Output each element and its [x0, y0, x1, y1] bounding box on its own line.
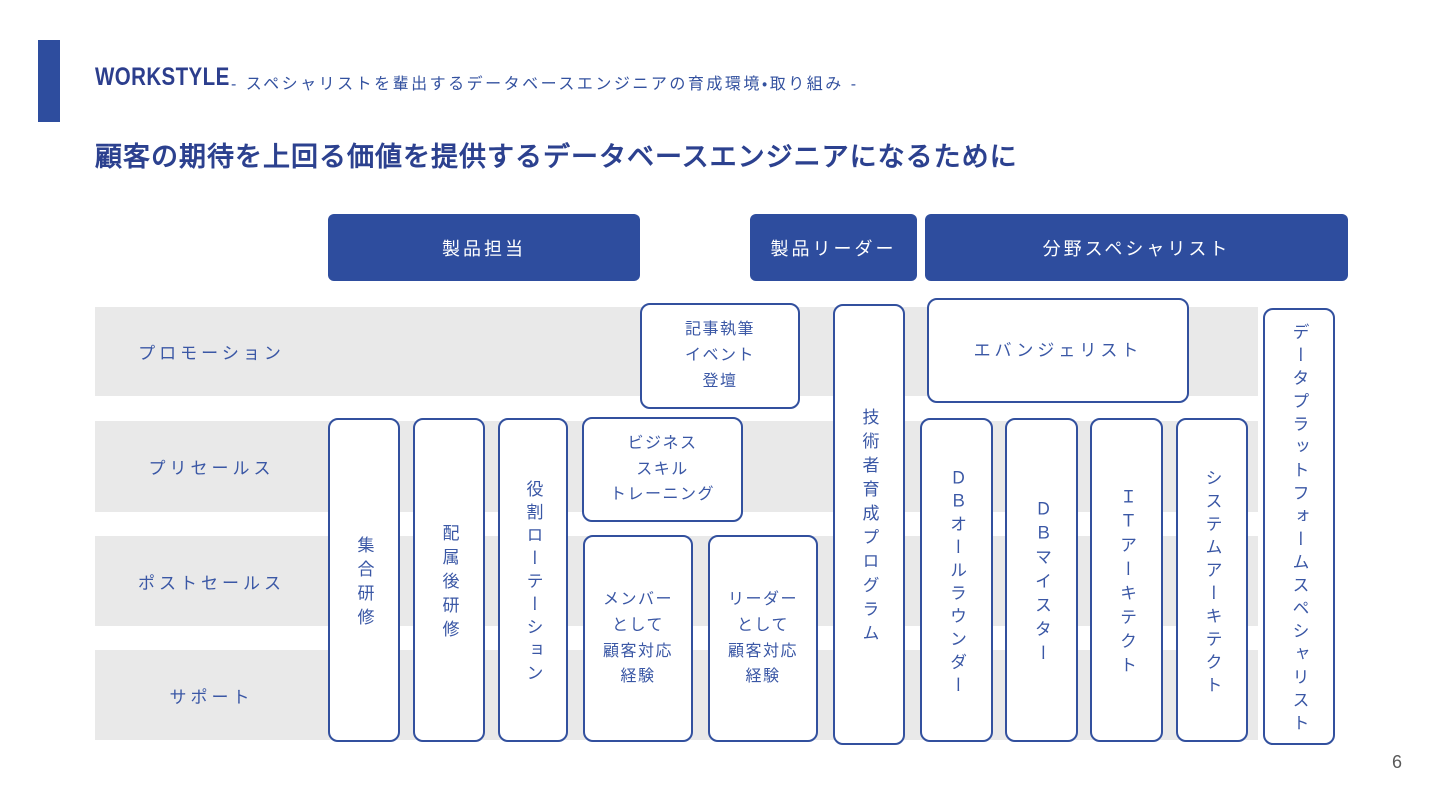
- box-group-training: 集合研修: [328, 418, 400, 742]
- row-label-presales: プリセールス: [148, 459, 275, 478]
- box-role-rotation: 役割ローテーション: [498, 418, 568, 742]
- box-it-architect: ＩＴアーキテクト: [1090, 418, 1163, 742]
- box-business-skill-training: ビジネス スキル トレーニング: [582, 417, 743, 522]
- box-post-assignment-training: 配属後研修: [413, 418, 485, 742]
- page-number: 6: [1392, 752, 1403, 772]
- box-engineer-development-program: 技術者育成プログラム: [833, 304, 905, 745]
- column-header-product-staff: 製品担当: [328, 214, 640, 281]
- row-label-postsales: ポストセールス: [138, 573, 285, 593]
- box-db-meister: ＤＢマイスター: [1005, 418, 1078, 742]
- box-evangelist: エバンジェリスト: [927, 298, 1189, 403]
- box-data-platform-specialist: データプラットフォームスペシャリスト: [1263, 308, 1335, 745]
- column-header-product-leader: 製品リーダー: [750, 214, 917, 281]
- row-label-support: サポート: [169, 687, 254, 707]
- section-subtitle: - スペシャリストを輩出するデータベースエンジニアの育成環境・取り組み -: [231, 76, 859, 93]
- column-header-field-specialist: 分野スペシャリスト: [925, 214, 1348, 281]
- box-article-event: 記事執筆 イベント 登壇: [640, 303, 800, 409]
- box-system-architect: システムアーキテクト: [1176, 418, 1248, 742]
- accent-bar: [38, 40, 60, 122]
- section-label: WORKSTYLE: [95, 63, 230, 91]
- box-member-customer-experience: メンバー として 顧客対応 経験: [583, 535, 693, 742]
- page-title: 顧客の期待を上回る価値を提供するデータベースエンジニアになるために: [95, 142, 1018, 172]
- box-leader-customer-experience: リーダー として 顧客対応 経験: [708, 535, 818, 742]
- box-db-allrounder: ＤＢオールラウンダー: [920, 418, 993, 742]
- row-label-promotion: プロモーション: [138, 344, 285, 363]
